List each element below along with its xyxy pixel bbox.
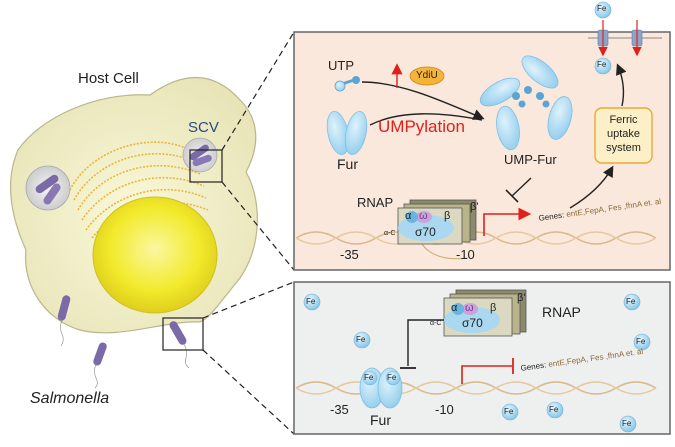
ump-fur-label: UMP-Fur (504, 152, 557, 167)
fe-free-5: Fe (626, 297, 636, 306)
ferric-uptake-label: Ferric uptake system (606, 114, 641, 154)
fe-bound-2: Fe (387, 373, 397, 382)
fe-free-2: Fe (356, 335, 366, 344)
scv-label: SCV (188, 119, 219, 136)
free-fe-ions (303, 293, 651, 433)
dna-bottom (295, 381, 657, 395)
sigma-bottom: σ70 (462, 316, 483, 330)
fe-free-4: Fe (549, 405, 559, 414)
rnap-complex-top (397, 199, 477, 260)
omega-top: ω (419, 210, 428, 222)
alpha-top: α (405, 210, 412, 222)
host-cell-title: Host Cell (78, 70, 139, 87)
fe-free-3: Fe (504, 407, 514, 416)
alpha-c-bottom: α-C (430, 320, 442, 327)
pos-10-top: -10 (456, 247, 475, 262)
alpha-bottom: α (451, 302, 458, 314)
rnap-label-bottom: RNAP (542, 304, 581, 320)
rnap-blocked-line (407, 319, 444, 366)
transcription-arrow-top (483, 207, 532, 236)
beta-bottom: β (490, 302, 497, 314)
zoom-box-scv (189, 149, 223, 183)
transcription-blocked-bottom (461, 365, 512, 384)
ydiu-label: YdiU (416, 70, 438, 81)
rnap-label-top: RNAP (357, 195, 394, 210)
arrow-fur-to-umpfur (369, 113, 483, 126)
salmonella-bacteria (57, 295, 190, 389)
beta-prime-top: β' (470, 201, 479, 213)
fur-label-top: Fur (337, 156, 358, 172)
host-cell (10, 31, 295, 435)
arrow-utp-to-umpfur (361, 81, 485, 120)
beta-prime-bottom: β' (517, 292, 526, 304)
nucleus (92, 196, 218, 314)
umpylation-label: UMPylation (378, 117, 465, 136)
ump-fur-inhibition (511, 177, 532, 197)
fe-label-outside: Fe (597, 4, 607, 13)
fe-free-1: Fe (306, 297, 316, 306)
pos-10-bottom: -10 (435, 402, 454, 417)
zoom-box-extracellular (162, 317, 204, 351)
utp-molecule (334, 76, 360, 92)
rnap-complex-bottom (443, 289, 527, 337)
fe-ion-inside (594, 57, 612, 75)
vacuole-scv (182, 137, 218, 173)
fe-transporters (588, 20, 662, 57)
utp-label: UTP (328, 58, 354, 73)
vacuole-left (25, 165, 71, 211)
omega-bottom: ω (465, 302, 474, 314)
salmonella-label: Salmonella (30, 390, 110, 407)
alpha-c-top: α-C (384, 230, 396, 237)
zoom-connectors (202, 31, 295, 435)
fe-bound-1: Fe (364, 373, 374, 382)
fur-label-bottom: Fur (370, 412, 391, 428)
arrow-genes-to-ferric (569, 165, 614, 209)
ydiu-protein (409, 66, 445, 86)
fe-free-6: Fe (636, 337, 646, 346)
fur-dimer-icon (326, 110, 368, 156)
sigma-top: σ70 (415, 225, 436, 239)
arrow-ferric-to-transporter (616, 63, 627, 107)
fe-free-7: Fe (622, 419, 632, 428)
pos-35-bottom: -35 (330, 402, 349, 417)
pos-35-top: -35 (340, 247, 359, 262)
ump-fur-complex (479, 55, 573, 151)
fe-ion-outside (594, 1, 612, 19)
fur-bound-dna (359, 367, 403, 409)
beta-top: β (444, 210, 451, 222)
ferric-uptake-box (594, 107, 653, 164)
fe-label-inside: Fe (597, 60, 607, 69)
